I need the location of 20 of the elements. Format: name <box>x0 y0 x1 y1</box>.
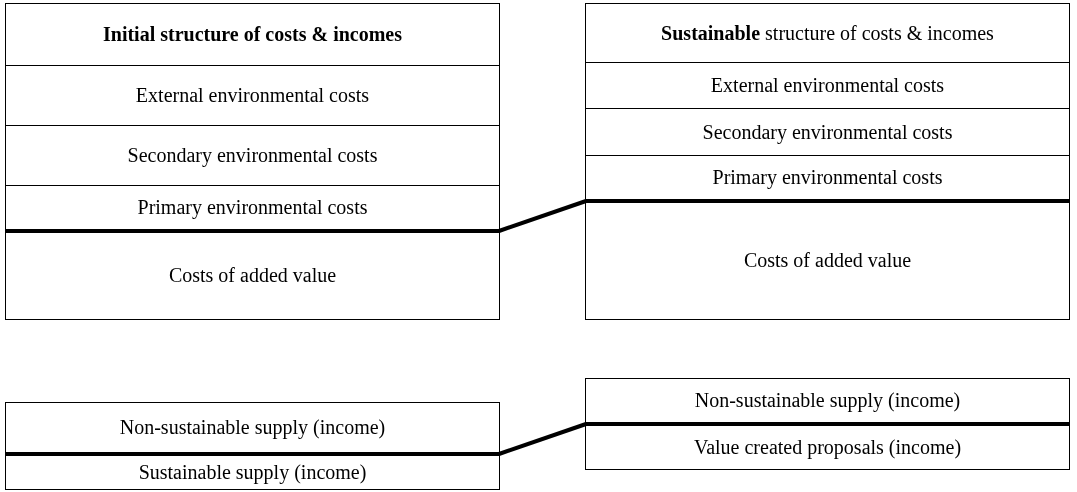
panel-heading: Initial structure of costs & incomes <box>102 23 402 46</box>
table-panel <box>5 3 500 320</box>
row-label: Primary environmental costs <box>712 166 943 189</box>
row-label: Value created proposals (income) <box>693 435 962 459</box>
row-label: Non-sustainable supply (income) <box>119 416 386 439</box>
table-panel <box>585 378 1070 470</box>
row-label: External environmental costs <box>710 74 945 97</box>
row-label: Primary environmental costs <box>137 196 368 219</box>
table-panel <box>585 3 1070 320</box>
panel-heading: Sustainable structure of costs & incomes <box>661 21 994 45</box>
row-label: Secondary environmental costs <box>127 144 378 167</box>
connector-line <box>498 199 587 233</box>
row-label: Sustainable supply (income) <box>138 460 367 484</box>
row-label: Secondary environmental costs <box>702 120 953 144</box>
row-label: External environmental costs <box>135 84 370 107</box>
row-label: Non-sustainable supply (income) <box>694 389 961 412</box>
table-panel <box>5 402 500 490</box>
row-label: Costs of added value <box>168 264 337 287</box>
row-label: Costs of added value <box>743 249 912 272</box>
connector-line <box>498 422 587 456</box>
